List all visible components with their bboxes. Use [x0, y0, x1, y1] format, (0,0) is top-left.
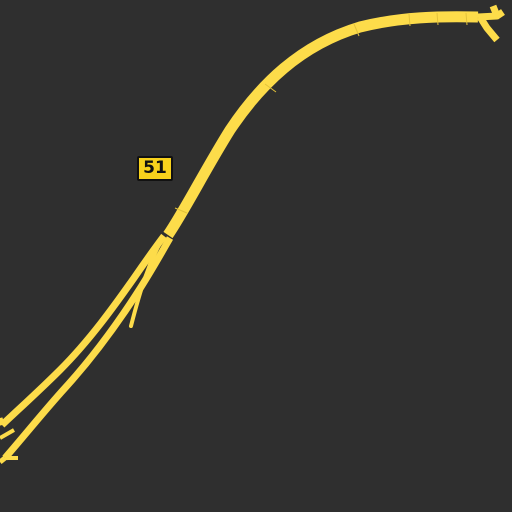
highway-ramp-spur[interactable]: [129, 241, 162, 328]
highway-stub-left-c[interactable]: [0, 456, 7, 464]
highway-stub-left-a[interactable]: [0, 417, 5, 426]
highway-lane-left[interactable]: [0, 233, 167, 428]
route-shield-label: 51: [143, 158, 167, 178]
road-segment-seams: [174, 12, 468, 214]
route-shield-51[interactable]: 51: [137, 156, 173, 181]
highway-stub-left-b[interactable]: [0, 428, 15, 440]
highway-main-segment[interactable]: [163, 11, 479, 239]
highway-terminal-fork[interactable]: [477, 4, 505, 43]
highway-lane-right[interactable]: [2, 236, 174, 461]
